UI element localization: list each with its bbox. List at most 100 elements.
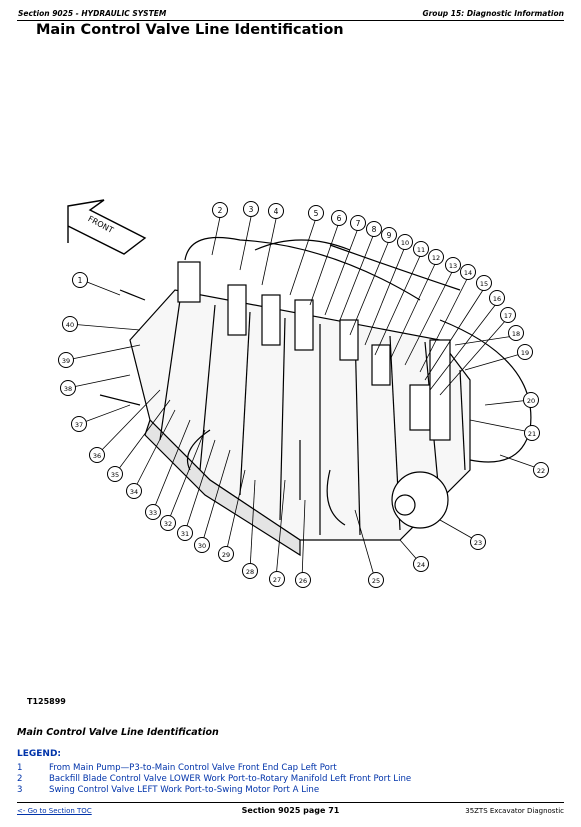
callout-23: 23 (470, 534, 486, 550)
svg-text:18: 18 (512, 330, 520, 338)
callout-4: 4 (268, 203, 284, 219)
svg-text:39: 39 (62, 357, 70, 365)
callout-7: 7 (350, 215, 366, 231)
header-divider (17, 20, 564, 21)
callout-11: 11 (413, 241, 429, 257)
callout-25: 25 (368, 572, 384, 588)
legend-title: LEGEND: (17, 749, 62, 759)
svg-text:9: 9 (387, 231, 392, 240)
svg-text:2: 2 (218, 206, 223, 215)
callout-9: 9 (381, 227, 397, 243)
callout-38: 38 (60, 380, 76, 396)
svg-text:23: 23 (474, 539, 482, 547)
callout-3: 3 (243, 201, 259, 217)
svg-text:31: 31 (181, 530, 189, 538)
svg-text:33: 33 (149, 509, 157, 517)
svg-text:38: 38 (64, 385, 72, 393)
legend-item: 1 From Main Pump—P3-to-Main Control Valve… (17, 763, 337, 773)
callout-30: 30 (194, 537, 210, 553)
svg-text:27: 27 (273, 576, 281, 584)
legend-item-text: Swing Control Valve LEFT Work Port-to-Sw… (49, 785, 320, 795)
callout-27: 27 (269, 571, 285, 587)
page-title: Main Control Valve Line Identification (36, 22, 344, 38)
header-section: Section 9025 - HYDRAULIC SYSTEM (18, 9, 167, 18)
svg-text:13: 13 (449, 262, 457, 270)
callout-32: 32 (160, 515, 176, 531)
callout-29: 29 (218, 546, 234, 562)
svg-text:28: 28 (246, 568, 254, 576)
callout-36: 36 (89, 447, 105, 463)
callouts: 1 2 3 4 5 6 7 8 9 10 11 12 13 14 15 16 1… (58, 201, 549, 588)
svg-text:10: 10 (401, 239, 409, 247)
callout-26: 26 (295, 572, 311, 588)
callout-12: 12 (428, 249, 444, 265)
svg-text:11: 11 (417, 246, 425, 254)
valve-diagram: FRONT (58, 199, 549, 588)
legend-item-number: 3 (17, 785, 23, 795)
callout-31: 31 (177, 525, 193, 541)
callout-20: 20 (523, 392, 539, 408)
callout-37: 37 (71, 416, 87, 432)
svg-text:25: 25 (372, 577, 380, 585)
svg-text:21: 21 (528, 430, 536, 438)
callout-24: 24 (413, 556, 429, 572)
callout-2: 2 (212, 202, 228, 218)
svg-text:29: 29 (222, 551, 230, 559)
svg-text:8: 8 (372, 225, 377, 234)
callout-33: 33 (145, 504, 161, 520)
figure-id: T125899 (27, 697, 66, 706)
svg-text:20: 20 (527, 397, 535, 405)
callout-1: 1 (72, 272, 88, 288)
callout-6: 6 (331, 210, 347, 226)
legend-item-text: From Main Pump—P3-to-Main Control Valve … (49, 763, 337, 773)
svg-text:6: 6 (337, 214, 342, 223)
page-number: Section 9025 page 71 (241, 806, 340, 815)
callout-5: 5 (308, 205, 324, 221)
callout-10: 10 (397, 234, 413, 250)
svg-text:4: 4 (274, 207, 279, 216)
svg-text:34: 34 (130, 488, 138, 496)
callout-21: 21 (524, 425, 540, 441)
front-arrow: FRONT (67, 199, 147, 255)
toc-link[interactable]: <- Go to Section TOC (17, 807, 92, 815)
legend-item-number: 1 (17, 763, 23, 773)
callout-28: 28 (242, 563, 258, 579)
callout-leaders (66, 216, 541, 580)
callout-19: 19 (517, 344, 533, 360)
callout-35: 35 (107, 466, 123, 482)
header-group: Group 15: Diagnostic Information (422, 9, 564, 18)
svg-text:14: 14 (464, 269, 472, 277)
svg-text:15: 15 (480, 280, 488, 288)
valve-body (99, 236, 532, 557)
svg-text:17: 17 (504, 312, 512, 320)
legend-item-number: 2 (17, 774, 23, 784)
callout-34: 34 (126, 483, 142, 499)
svg-text:5: 5 (314, 209, 319, 218)
svg-text:24: 24 (417, 561, 425, 569)
svg-text:35: 35 (111, 471, 119, 479)
callout-8: 8 (366, 221, 382, 237)
callout-14: 14 (460, 264, 476, 280)
svg-text:3: 3 (249, 205, 254, 214)
legend-item: 2 Backfill Blade Control Valve LOWER Work… (17, 774, 411, 784)
figure-caption: Main Control Valve Line Identification (17, 727, 219, 738)
svg-text:12: 12 (432, 254, 440, 262)
callout-22: 22 (533, 462, 549, 478)
callout-18: 18 (508, 325, 524, 341)
svg-text:1: 1 (78, 276, 83, 285)
callout-40: 40 (62, 316, 78, 332)
svg-text:26: 26 (299, 577, 307, 585)
callout-15: 15 (476, 275, 492, 291)
legend-item-text: Backfill Blade Control Valve LOWER Work … (49, 774, 412, 784)
svg-text:32: 32 (164, 520, 172, 528)
legend-item: 3 Swing Control Valve LEFT Work Port-to-S… (17, 785, 319, 795)
footer-model: 35ZTS Excavator Diagnostic (465, 807, 564, 815)
footer-divider (17, 802, 564, 803)
callout-16: 16 (489, 290, 505, 306)
svg-text:22: 22 (537, 467, 545, 475)
svg-text:36: 36 (93, 452, 101, 460)
callout-17: 17 (500, 307, 516, 323)
svg-text:37: 37 (75, 421, 83, 429)
callout-39: 39 (58, 352, 74, 368)
svg-text:40: 40 (66, 321, 74, 329)
